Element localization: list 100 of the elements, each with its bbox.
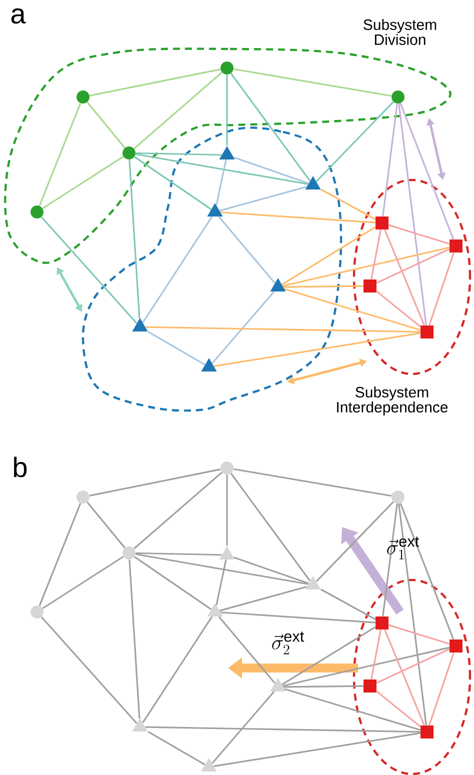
circle-node xyxy=(76,90,90,104)
network-link xyxy=(398,504,427,726)
network-link xyxy=(233,468,392,497)
network-link xyxy=(218,616,276,684)
annotation: Subsystem Interdependence xyxy=(337,386,448,416)
network-link xyxy=(134,472,222,550)
network-link xyxy=(142,216,213,324)
network-link xyxy=(145,726,420,733)
network-link xyxy=(86,502,126,548)
network-link xyxy=(320,188,376,220)
network-link xyxy=(42,556,124,610)
triangle-node xyxy=(132,718,148,732)
triangle-node xyxy=(201,358,217,372)
panel-label: b xyxy=(14,456,27,478)
network-link xyxy=(40,216,138,324)
network-link xyxy=(283,285,364,288)
network-link xyxy=(376,690,421,728)
network-link xyxy=(135,553,308,585)
triangle-node xyxy=(207,603,223,616)
triangle-node xyxy=(207,203,223,216)
triangle-node xyxy=(305,176,321,190)
network-link xyxy=(226,474,228,546)
network-link xyxy=(230,72,311,182)
triangle-node xyxy=(219,146,235,160)
triangle-node xyxy=(305,576,321,590)
square-node xyxy=(450,240,462,252)
network-link xyxy=(134,72,222,150)
network-link xyxy=(89,68,221,96)
network-link xyxy=(234,156,309,184)
network-link xyxy=(220,612,376,624)
network-link xyxy=(218,216,276,284)
network-link xyxy=(284,688,421,731)
square-node xyxy=(420,726,434,738)
network-link xyxy=(376,648,450,684)
square-node xyxy=(450,640,462,652)
square-node xyxy=(376,216,388,230)
square-node xyxy=(364,280,376,292)
network-link xyxy=(226,74,228,146)
network-link xyxy=(428,652,454,726)
network-link xyxy=(428,252,454,326)
network-link xyxy=(216,560,227,606)
network-link xyxy=(234,556,309,584)
network-link xyxy=(316,501,394,582)
network-link xyxy=(398,104,427,326)
network-link xyxy=(370,230,382,280)
network-link xyxy=(128,160,140,319)
network-link xyxy=(42,156,124,210)
network-link xyxy=(316,101,394,182)
network-link xyxy=(214,732,420,767)
network-link xyxy=(282,246,450,287)
triangle-node xyxy=(270,678,286,692)
circle-node xyxy=(392,90,404,104)
network-link xyxy=(89,468,221,496)
network-link xyxy=(230,472,311,582)
network-link xyxy=(284,288,421,331)
network-link xyxy=(136,152,222,156)
network-link xyxy=(38,102,82,206)
network-link xyxy=(282,226,376,286)
network-link xyxy=(214,332,420,367)
network-link xyxy=(142,616,213,724)
network-link xyxy=(320,588,376,620)
network-link xyxy=(282,626,376,686)
network-link xyxy=(384,629,425,726)
circle-node xyxy=(30,606,44,618)
network-link xyxy=(382,104,398,216)
panel-label: a xyxy=(11,8,26,24)
circle-node xyxy=(220,62,234,74)
triangle-node xyxy=(270,278,286,292)
network-link xyxy=(283,685,364,688)
network-link xyxy=(382,504,398,616)
network-link xyxy=(216,160,227,206)
network-link xyxy=(220,212,376,224)
network-link xyxy=(400,102,454,240)
network-link xyxy=(388,224,450,245)
network-link xyxy=(212,691,275,764)
network-link xyxy=(148,731,206,766)
network-link xyxy=(233,68,392,97)
network-link xyxy=(40,616,138,724)
square-node xyxy=(364,680,376,692)
circle-node xyxy=(76,490,90,504)
triangle-node xyxy=(219,546,235,560)
network-link xyxy=(370,630,382,680)
network-link xyxy=(145,326,420,333)
formula-label: $\vec{\sigma}_2^{\mathrm{ext}}$ xyxy=(272,632,304,654)
network-link xyxy=(134,156,212,210)
network-link xyxy=(376,248,450,284)
network-link xyxy=(38,502,82,606)
network-link xyxy=(219,586,307,612)
circle-node xyxy=(392,490,404,504)
triangle-node xyxy=(132,318,148,332)
square-node xyxy=(420,326,434,338)
circle-node xyxy=(122,546,136,560)
circle-node xyxy=(220,462,234,474)
network-link xyxy=(400,502,454,640)
annotation: Subsystem Division xyxy=(364,19,436,45)
network-link xyxy=(219,186,307,212)
circle-node xyxy=(122,146,136,160)
formula-label: $\vec{\sigma}_1^{\mathrm{ext}}$ xyxy=(387,536,420,560)
network-link xyxy=(135,153,308,185)
network-link xyxy=(376,290,421,328)
